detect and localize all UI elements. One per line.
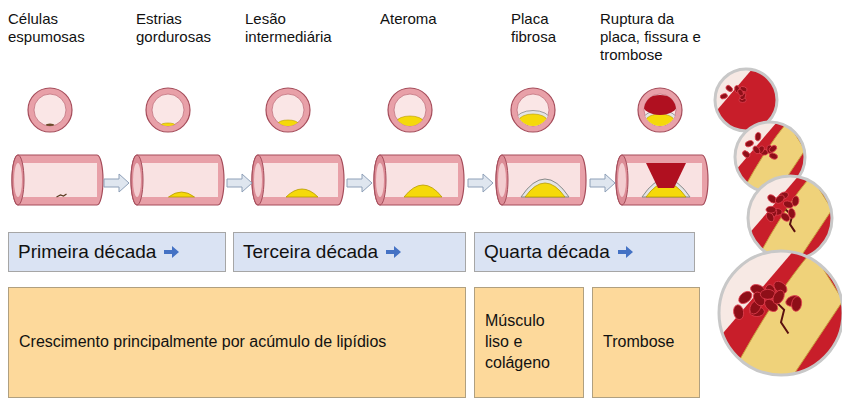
cross-section: [511, 88, 555, 132]
progress-arrow: [468, 174, 493, 192]
phase-text: Músculo liso e colágeno: [485, 311, 573, 373]
cross-section: [638, 88, 682, 132]
phase-box: Músculo liso e colágeno: [474, 287, 584, 398]
decade-band: Primeira década: [8, 232, 226, 272]
arrow-icon: [617, 245, 635, 259]
stage-label: Ateroma: [380, 10, 460, 28]
vessel-section: [252, 155, 344, 205]
stage-label: Células espumosas: [8, 10, 100, 46]
stage-label: Ruptura da placa, fissura e trombose: [600, 10, 710, 64]
vessel-section: [496, 155, 586, 205]
progress-arrow: [227, 174, 252, 192]
progress-arrow: [590, 174, 615, 192]
decade-label: Quarta década: [484, 240, 610, 265]
phase-text: Trombose: [603, 332, 674, 353]
cross-section: [28, 88, 72, 132]
zoom-circle: [748, 176, 832, 260]
cross-section: [388, 88, 432, 132]
progress-arrow: [347, 174, 372, 192]
decade-label: Primeira década: [18, 240, 156, 265]
phase-box: Crescimento principalmente por acúmulo d…: [8, 287, 466, 398]
decade-band: Quarta década: [474, 232, 695, 272]
vessel-section: [616, 155, 708, 205]
arrow-icon: [385, 245, 403, 259]
zoom-circle: [719, 251, 842, 375]
progress-arrow: [104, 174, 129, 192]
arrow-icon: [163, 245, 181, 259]
phase-box: Trombose: [592, 287, 700, 398]
phase-text: Crescimento principalmente por acúmulo d…: [19, 332, 386, 353]
stage-label: Placa fibrosa: [511, 10, 577, 46]
decade-label: Terceira década: [243, 240, 378, 265]
stage-label: Estrias gordurosas: [136, 10, 224, 46]
cross-section: [266, 88, 310, 132]
vessel-section: [131, 155, 224, 205]
vessel-section: [12, 155, 103, 205]
stage-label: Lesão intermediária: [245, 10, 363, 46]
decade-band: Terceira década: [233, 232, 466, 272]
vessel-section: [374, 155, 464, 205]
cross-section: [146, 88, 190, 132]
